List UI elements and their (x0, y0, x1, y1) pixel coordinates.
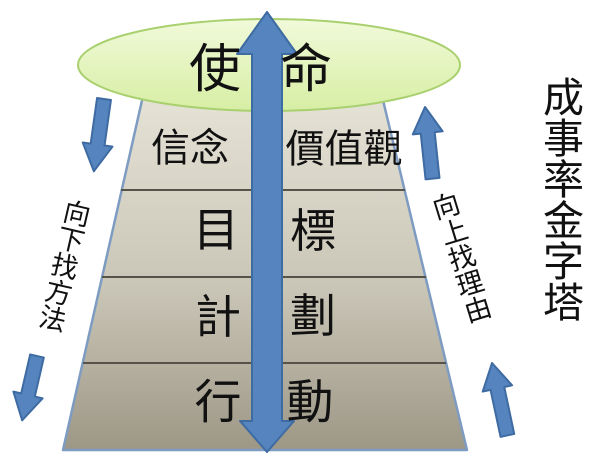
left-top-down-arrow-icon (81, 97, 114, 173)
level-4-left-label: 計 (195, 290, 241, 344)
level-3-left-label: 目 (193, 203, 239, 257)
level-5-right-label: 動 (286, 375, 334, 431)
level-2-right-label: 價值觀 (285, 127, 403, 173)
diagram-title: 成事率金字塔 (535, 76, 584, 322)
level-2-left-label: 信念 (150, 126, 230, 172)
level-1-left-label: 使 (188, 40, 242, 100)
level-4-right-label: 劃 (290, 289, 336, 343)
level-3-right-label: 標 (290, 204, 336, 258)
left-bottom-down-arrow-icon (12, 353, 45, 422)
center-double-arrow-icon (236, 11, 298, 453)
right-top-up-arrow-icon (411, 106, 444, 181)
level-1-right-label: 命 (279, 40, 333, 100)
right-bottom-up-arrow-icon (481, 362, 516, 438)
level-5-left-label: 行 (194, 375, 242, 431)
